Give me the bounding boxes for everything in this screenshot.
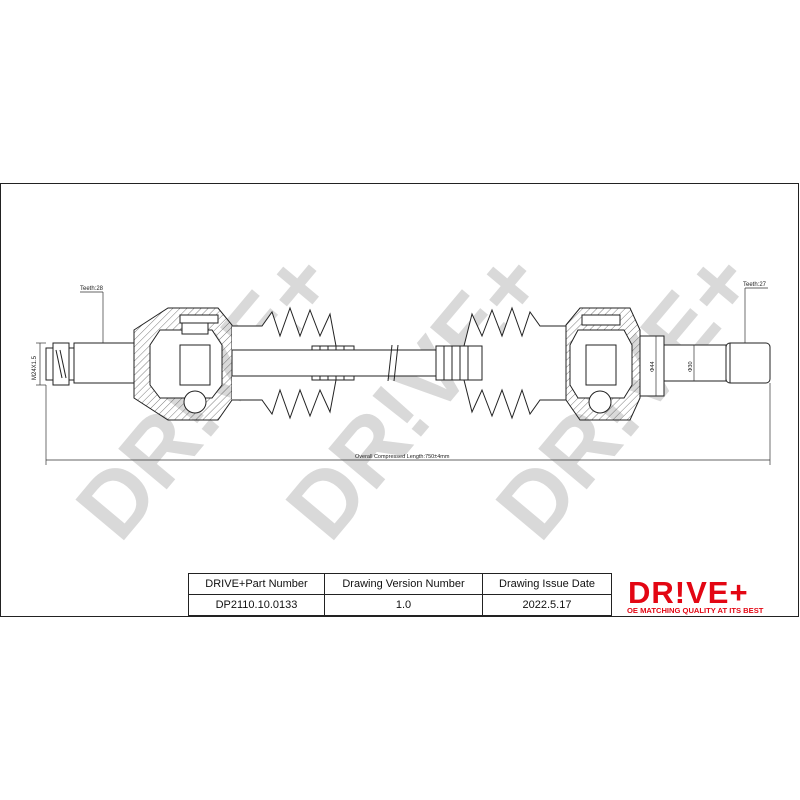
dimensions	[36, 287, 771, 465]
left-joint-ball	[183, 390, 207, 414]
left-stub-shaft	[73, 342, 135, 384]
teeth-left-label: Teeth:28	[80, 286, 104, 292]
drive-plus-logo: DR!VE+ OE MATCHING QUALITY AT ITS BEST	[620, 573, 800, 617]
title-block: DRIVE+Part Number Drawing Version Number…	[188, 573, 800, 617]
header-issue-date: Drawing Issue Date	[482, 573, 612, 595]
value-part-number: DP2110.10.0133	[188, 594, 325, 616]
dimension-labels: Teeth:28 Teeth:27 M24X1.5 Overall Compre…	[32, 282, 767, 460]
header-version: Drawing Version Number	[324, 573, 483, 595]
header-part-number: DRIVE+Part Number	[188, 573, 325, 595]
diameter-44-label: Φ44	[650, 361, 656, 372]
diameter-30-label: Φ30	[688, 361, 694, 372]
value-version: 1.0	[324, 594, 483, 616]
logo-wordmark: DR!VE+	[628, 575, 749, 610]
shaft-assembly	[45, 306, 771, 421]
thread-label: M24X1.5	[32, 355, 38, 380]
drawing-frame	[0, 183, 799, 617]
teeth-right-label: Teeth:27	[743, 282, 767, 288]
right-stub-shaft	[663, 344, 727, 382]
overall-length-label: Overall Compressed Length:750±4mm	[355, 454, 450, 460]
value-issue-date: 2022.5.17	[482, 594, 612, 616]
logo-tagline: OE MATCHING QUALITY AT ITS BEST	[627, 606, 764, 615]
right-joint-ball	[588, 390, 612, 414]
